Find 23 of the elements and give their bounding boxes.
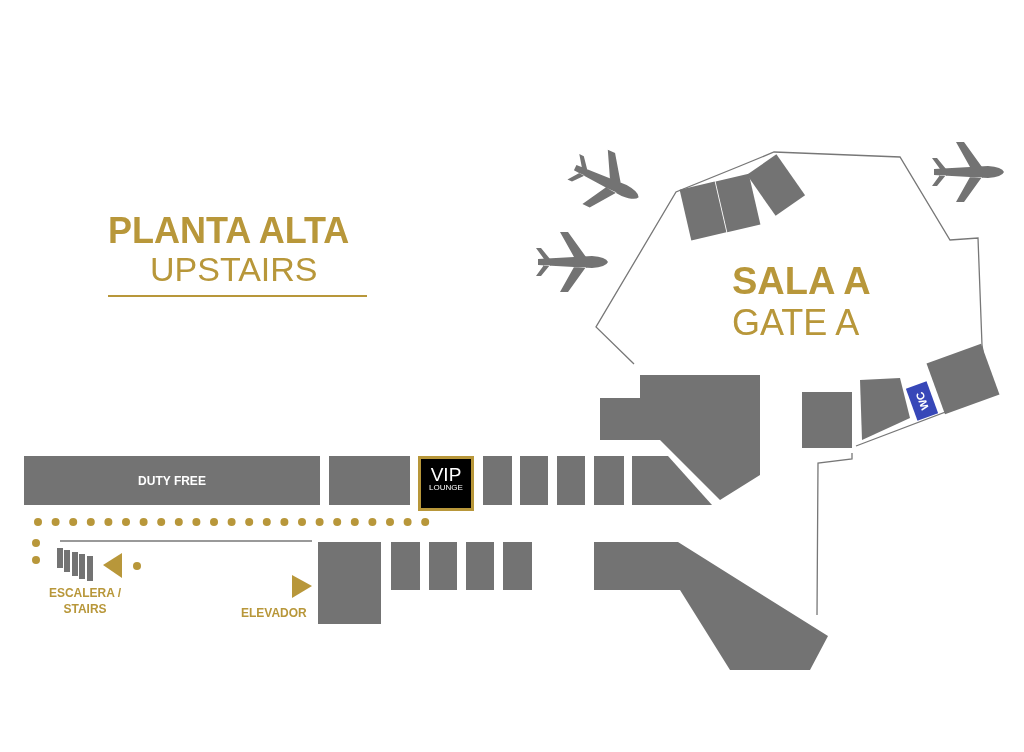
gate-title: SALA A <box>732 260 871 303</box>
store-block <box>483 456 512 505</box>
restroom-sign: WC <box>905 381 939 421</box>
store-block <box>632 456 712 505</box>
store-block <box>466 542 494 590</box>
stairs-label: ESCALERA / STAIRS <box>47 586 123 618</box>
store-block <box>594 456 624 505</box>
store-block <box>802 392 852 448</box>
lounge-sign: VIP LOUNGE <box>418 456 474 511</box>
elevator-label: ELEVADOR <box>241 606 307 620</box>
heading: PLANTA ALTA <box>108 210 350 252</box>
gate-subtitle: GATE A <box>732 302 860 344</box>
store-block <box>594 542 828 670</box>
store-block <box>429 542 457 590</box>
store-block <box>858 376 910 442</box>
store-block <box>318 542 381 624</box>
store-block: DUTY FREE <box>24 456 320 505</box>
store-block <box>520 456 548 505</box>
store-block <box>503 542 532 590</box>
store-block <box>329 456 410 505</box>
subheading: UPSTAIRS <box>150 250 318 289</box>
store-block <box>557 456 585 505</box>
store-block <box>391 542 420 590</box>
